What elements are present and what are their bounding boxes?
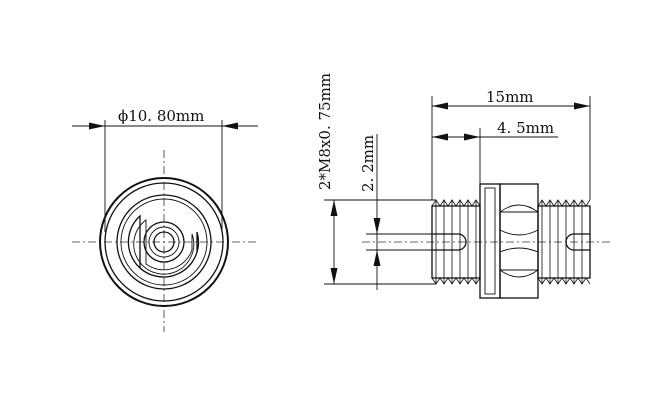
- side-view: 15mm 4. 5mm 2. 2mm 2*M8x0. 75mm: [316, 73, 612, 299]
- left-thread-section: [431, 199, 481, 285]
- diameter-label: ϕ10. 80mm: [118, 107, 204, 125]
- bore-arrow-bottom: [373, 250, 381, 266]
- front-thread-root-circle: [120, 198, 208, 286]
- bore-arrow-top: [373, 218, 381, 234]
- front-outer-circle-inner-edge: [104, 182, 224, 302]
- right-thread-section: [537, 199, 591, 285]
- flange-offset-label: 4. 5mm: [497, 119, 554, 137]
- bore-label: 2. 2mm: [359, 135, 377, 192]
- diameter-arrow-right: [222, 122, 238, 130]
- thread-arrow-top: [330, 200, 338, 216]
- front-keyed-sleeve: [127, 214, 200, 278]
- thread-label: 2*M8x0. 75mm: [316, 73, 334, 190]
- front-outer-circle: [99, 177, 229, 307]
- front-ferrule-outer: [143, 221, 185, 263]
- front-view: ϕ10. 80mm: [72, 107, 258, 332]
- flange-offset-arrow-right: [464, 133, 480, 141]
- length-arrow-left: [432, 102, 448, 110]
- length-arrow-right: [574, 102, 590, 110]
- diameter-arrow-left: [89, 122, 105, 130]
- length-label: 15mm: [486, 88, 534, 106]
- front-thread-circle: [116, 194, 212, 290]
- hex-nut: [499, 183, 539, 299]
- front-ferrule-mid: [148, 226, 180, 258]
- front-keyed-sleeve-inner: [133, 219, 195, 275]
- front-ferrule-bore: [153, 231, 175, 253]
- flange-washer: [479, 183, 501, 299]
- thread-arrow-bottom: [330, 268, 338, 284]
- flange-offset-arrow-left: [432, 133, 448, 141]
